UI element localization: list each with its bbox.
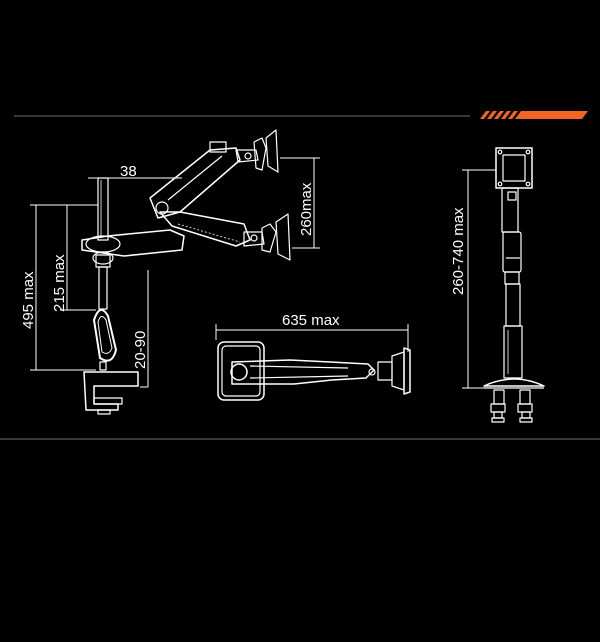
dim-label-260max: 260max: [298, 182, 315, 236]
front-clamp: [483, 378, 545, 423]
dim-label-20-90: 20-90: [132, 331, 149, 369]
side-base-arm: [81, 229, 185, 265]
dim-label-260-740max: 260-740 max: [450, 207, 467, 295]
front-view: [462, 147, 545, 423]
side-lower-arm: [159, 211, 291, 261]
front-dim-lines: [462, 169, 496, 389]
side-upper-arm: [149, 129, 279, 219]
dim-label-215max: 215 max: [51, 254, 68, 312]
front-column: [501, 187, 523, 379]
top-view: [215, 324, 411, 401]
top-arm-body: [231, 359, 376, 385]
front-vesa-plate: [495, 147, 533, 189]
side-dim-lines: [30, 157, 320, 388]
top-clamp-plate: [217, 341, 265, 401]
side-view: [30, 129, 320, 415]
accent-stripes: [480, 111, 588, 119]
top-vesa-head: [377, 347, 411, 395]
top-dim-lines: [215, 324, 409, 352]
dim-label-635max: 635 max: [282, 312, 340, 329]
side-clamp: [83, 371, 139, 415]
dim-label-495max: 495 max: [20, 271, 37, 329]
side-cable-loop: [93, 309, 117, 362]
dim-label-38: 38: [120, 163, 137, 180]
top-pole-ring: [230, 363, 248, 381]
